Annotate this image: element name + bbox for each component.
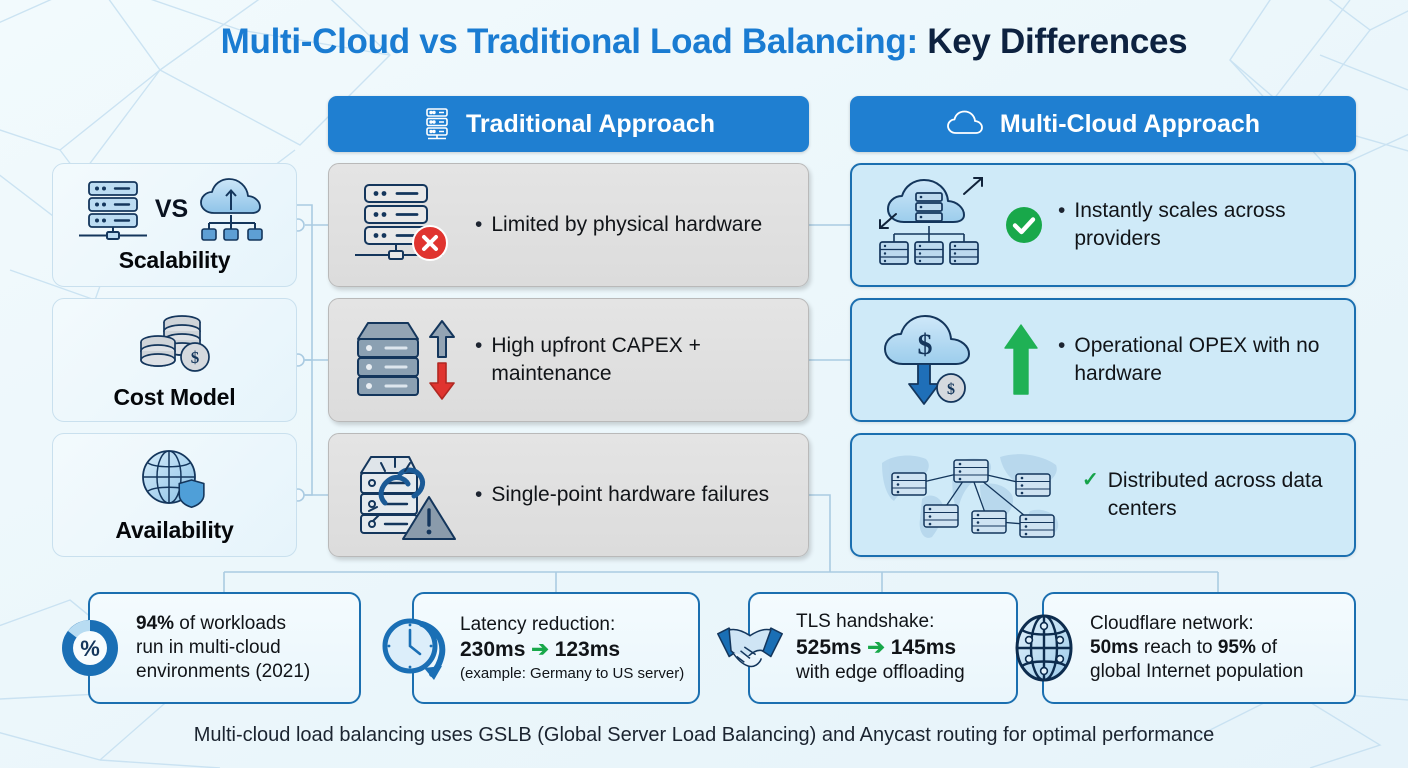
server-rack-icon	[426, 108, 448, 140]
stat-card-latency: Latency reduction: 230ms ➔ 123ms (exampl…	[382, 592, 700, 704]
traditional-card-cost-label: High upfront CAPEX + maintenance	[491, 333, 701, 385]
cloud-icon	[947, 110, 983, 134]
stat-latency-note: (example: Germany to US server)	[460, 665, 685, 682]
stat-tls-to: 145ms	[890, 635, 957, 659]
page-title-part1: Multi-Cloud vs Traditional Load Balancin…	[220, 22, 918, 61]
globe-grid-icon	[1008, 612, 1080, 684]
stat-card-cloudflare-text: Cloudflare network: 50ms reach to 95% of…	[1090, 612, 1313, 685]
server-rack-error-icon	[345, 179, 465, 271]
arrow-right-icon: ➔	[531, 638, 549, 662]
column-header-multicloud: Multi-Cloud Approach	[850, 96, 1356, 152]
server-vs-cloud-icon: VS	[77, 177, 272, 243]
svg-text:$: $	[947, 381, 955, 398]
stat-card-tls: TLS handshake: 525ms ➔ 145ms with edge o…	[717, 592, 1018, 704]
bullet-marker: •	[1058, 333, 1066, 357]
globe-shield-icon	[141, 449, 205, 508]
stat-latency-title: Latency reduction:	[460, 613, 616, 635]
traditional-card-availability: • Single-point hardware failures	[328, 433, 809, 557]
category-card-scalability: VS Scalability	[52, 163, 297, 287]
footer-note: Multi-cloud load balancing uses GSLB (Gl…	[193, 724, 1215, 746]
traditional-card-cost: • High upfront CAPEX + maintenance	[328, 298, 809, 422]
stat-tls-from: 525ms	[796, 635, 862, 659]
svg-text:$: $	[190, 348, 199, 367]
broken-link-warning-icon	[345, 449, 465, 541]
bullet-marker: •	[475, 482, 483, 506]
stat-line-1: run in multi-cloud	[136, 636, 281, 658]
multicloud-card-scalability-text: • Instantly scales across providers	[1058, 197, 1338, 254]
column-header-traditional: Traditional Approach	[328, 96, 809, 152]
stat-card-workloads-text: 94% of workloads run in multi-cloud envi…	[136, 612, 320, 685]
svg-text:$: $	[918, 328, 933, 361]
category-label-scalability: Scalability	[118, 246, 231, 273]
stat-card-workloads: % 94% of workloads run in multi-cloud en…	[62, 592, 361, 704]
stat-latency-from: 230ms	[460, 638, 526, 662]
stat-line-0: of workloads	[174, 612, 286, 634]
stat-latency-to: 123ms	[554, 638, 621, 662]
multicloud-card-scalability-label: Instantly scales across providers	[1074, 198, 1286, 250]
page-title: Multi-Cloud vs Traditional Load Balancin…	[0, 22, 1408, 62]
traditional-card-scalability-text: • Limited by physical hardware	[475, 211, 792, 239]
category-card-availability: Availability	[52, 433, 297, 557]
traditional-card-cost-text: • High upfront CAPEX + maintenance	[475, 332, 792, 389]
traditional-card-availability-text: • Single-point hardware failures	[475, 481, 792, 509]
bullet-marker: •	[475, 212, 483, 236]
cloud-scale-servers-icon	[868, 176, 1048, 274]
multicloud-card-availability-text: ✓ Distributed across data centers	[1082, 467, 1338, 524]
percent-donut-icon: %	[54, 612, 126, 684]
page-title-part2: Key Differences	[927, 22, 1188, 61]
stat-card-latency-text: Latency reduction: 230ms ➔ 123ms (exampl…	[460, 613, 694, 683]
world-map-servers-icon	[868, 441, 1078, 549]
multicloud-card-availability: ✓ Distributed across data centers	[850, 433, 1356, 557]
stat-tls-title: TLS handshake:	[796, 611, 935, 633]
column-header-multicloud-label: Multi-Cloud Approach	[999, 109, 1261, 138]
server-stack-arrows-icon	[345, 317, 465, 403]
cloud-dollar-arrows-icon: $ $	[868, 312, 1048, 408]
category-label-cost-model: Cost Model	[113, 383, 236, 410]
multicloud-card-cost-text: • Operational OPEX with no hardware	[1058, 332, 1338, 389]
stat-cloudflare-95: 95%	[1217, 636, 1256, 658]
traditional-card-scalability-label: Limited by physical hardware	[491, 212, 763, 236]
coins-dollar-icon: $	[139, 314, 210, 372]
category-label-availability: Availability	[115, 516, 234, 543]
bullet-marker: •	[1058, 198, 1066, 222]
stat-cloudflare-tail: of	[1255, 636, 1277, 658]
handshake-icon	[714, 612, 786, 684]
category-card-cost-model: $ Cost Model	[52, 298, 297, 422]
stat-line-2: environments (2021)	[136, 661, 311, 683]
bullet-marker: •	[475, 333, 483, 357]
column-header-traditional-label: Traditional Approach	[465, 109, 716, 138]
stat-card-tls-text: TLS handshake: 525ms ➔ 145ms with edge o…	[796, 610, 975, 686]
clock-refresh-icon	[378, 612, 450, 684]
stat-tls-note: with edge offloading	[796, 662, 965, 684]
traditional-card-scalability: • Limited by physical hardware	[328, 163, 809, 287]
multicloud-card-scalability: • Instantly scales across providers	[850, 163, 1356, 287]
stat-cloudflare-mid: reach to	[1138, 636, 1218, 658]
svg-text:%: %	[80, 636, 100, 661]
stat-cloudflare-title: Cloudflare network:	[1090, 612, 1254, 634]
multicloud-card-cost: $ $ • Operational OPEX with no hardware	[850, 298, 1356, 422]
vs-label: VS	[154, 195, 189, 223]
stat-cloudflare-50ms: 50ms	[1090, 636, 1139, 658]
stat-card-cloudflare: Cloudflare network: 50ms reach to 95% of…	[1015, 592, 1356, 704]
check-bullet-marker: ✓	[1082, 468, 1099, 491]
multicloud-card-cost-label: Operational OPEX with no hardware	[1074, 333, 1320, 385]
multicloud-card-availability-label: Distributed across data centers	[1107, 468, 1323, 520]
stat-value-94: 94%	[136, 612, 175, 634]
arrow-right-icon: ➔	[867, 635, 885, 659]
stat-cloudflare-note: global Internet population	[1090, 661, 1304, 683]
traditional-card-availability-label: Single-point hardware failures	[491, 482, 770, 506]
